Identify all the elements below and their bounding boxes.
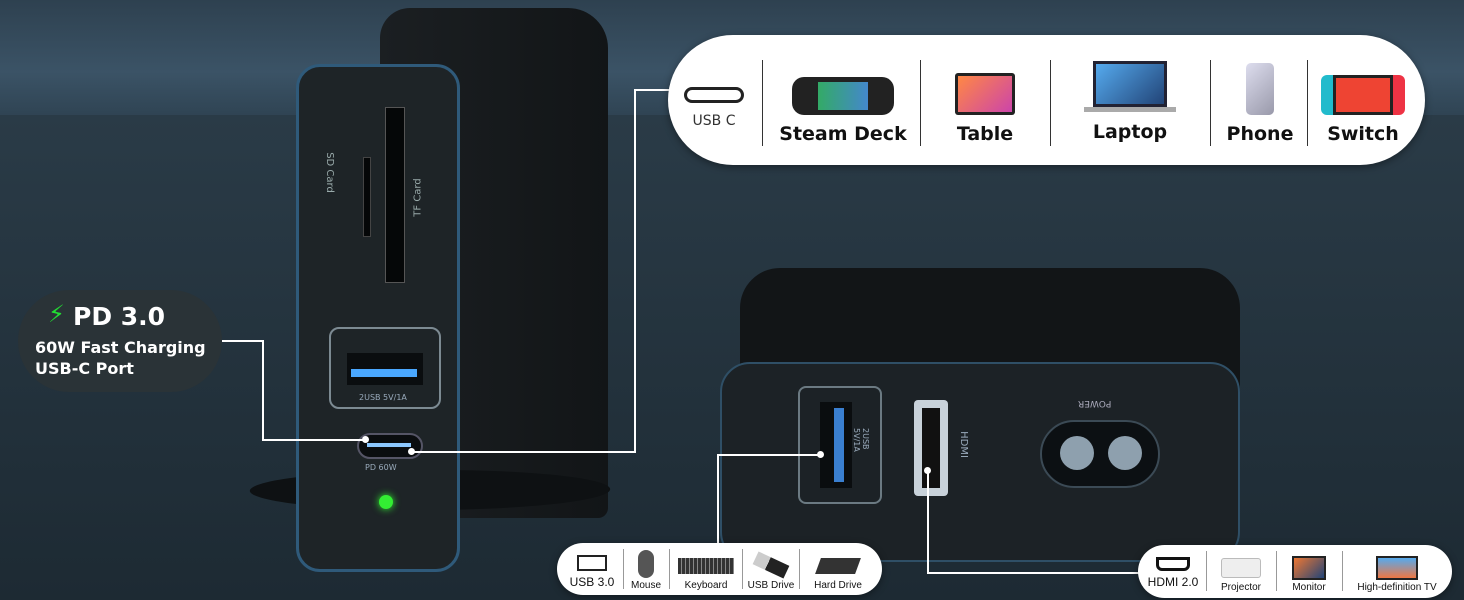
compat-usb-c: USB C: [678, 79, 750, 129]
phone-icon: [1246, 63, 1274, 115]
charger-front-face: SD Card TF Card 2USB 5V/1A PD 60W: [296, 64, 460, 572]
usb-c-port-icon: [684, 87, 744, 103]
charger-back-face: 2USB 5V/1A HDMI POWER: [720, 362, 1240, 562]
usb-c-compat-panel: USB C Steam Deck Table Laptop Phone Swit…: [668, 35, 1425, 165]
usb-a-port-back: 2USB 5V/1A: [798, 386, 882, 504]
steam-deck-icon: [792, 77, 894, 115]
compat-phone: Phone: [1218, 61, 1302, 145]
monitor-item: Monitor: [1280, 549, 1338, 593]
power-socket: [1040, 420, 1160, 488]
compat-tablet: Table: [930, 65, 1040, 145]
switch-console-icon: [1321, 75, 1405, 115]
hard-drive-item: Hard Drive: [803, 547, 873, 591]
hdmi-2-item: HDMI 2.0: [1144, 549, 1202, 589]
tablet-icon: [955, 73, 1015, 115]
pd-line1: 60W Fast Charging: [35, 338, 206, 357]
hard-drive-icon: [815, 558, 861, 574]
mouse-item: Mouse: [625, 547, 667, 591]
compat-laptop: Laptop: [1060, 61, 1200, 143]
tf-card-slot: [385, 107, 405, 283]
keyboard-item: Keyboard: [673, 547, 739, 591]
tv-item: High-definition TV: [1346, 549, 1448, 593]
projector-icon: [1221, 558, 1261, 578]
projector-item: Projector: [1210, 549, 1272, 593]
keyboard-icon: [678, 558, 734, 574]
usb-label: 2USB 5V/1A: [359, 393, 407, 402]
usb-compat-panel: USB 3.0 Mouse Keyboard USB Drive Hard Dr…: [557, 543, 882, 595]
sd-card-label: SD Card: [323, 152, 335, 193]
laptop-icon: [1084, 61, 1176, 113]
usb-label-back: 2USB 5V/1A: [852, 428, 870, 452]
pd-title: PD 3.0: [73, 302, 166, 331]
usb-drive-icon: [752, 551, 790, 579]
tf-card-label: TF Card: [412, 178, 424, 217]
compat-switch: Switch: [1313, 65, 1413, 145]
usb-3-item: USB 3.0: [565, 547, 619, 589]
pd-label: PD 60W: [365, 463, 397, 472]
sd-card-slot: [363, 157, 371, 237]
tv-icon: [1376, 556, 1418, 580]
power-label: POWER: [1078, 398, 1112, 408]
usb-drive-item: USB Drive: [745, 547, 797, 591]
compat-steam-deck: Steam Deck: [773, 65, 913, 145]
hdmi-port-icon: [1156, 557, 1190, 571]
pd-line2: USB-C Port: [35, 359, 134, 378]
usb-a-port: [347, 353, 423, 385]
hdmi-port: [914, 400, 948, 496]
usb-a-port-group: 2USB 5V/1A: [329, 327, 441, 409]
hdmi-compat-panel: HDMI 2.0 Projector Monitor High-definiti…: [1138, 545, 1452, 598]
usb-port-icon: [577, 555, 607, 571]
hdmi-label: HDMI: [957, 431, 969, 458]
monitor-icon: [1292, 556, 1326, 580]
pd-callout: ⚡ PD 3.0 60W Fast Charging USB-C Port: [18, 290, 222, 392]
status-led: [379, 495, 393, 509]
mouse-icon: [638, 550, 654, 578]
lightning-icon: ⚡: [48, 300, 65, 328]
